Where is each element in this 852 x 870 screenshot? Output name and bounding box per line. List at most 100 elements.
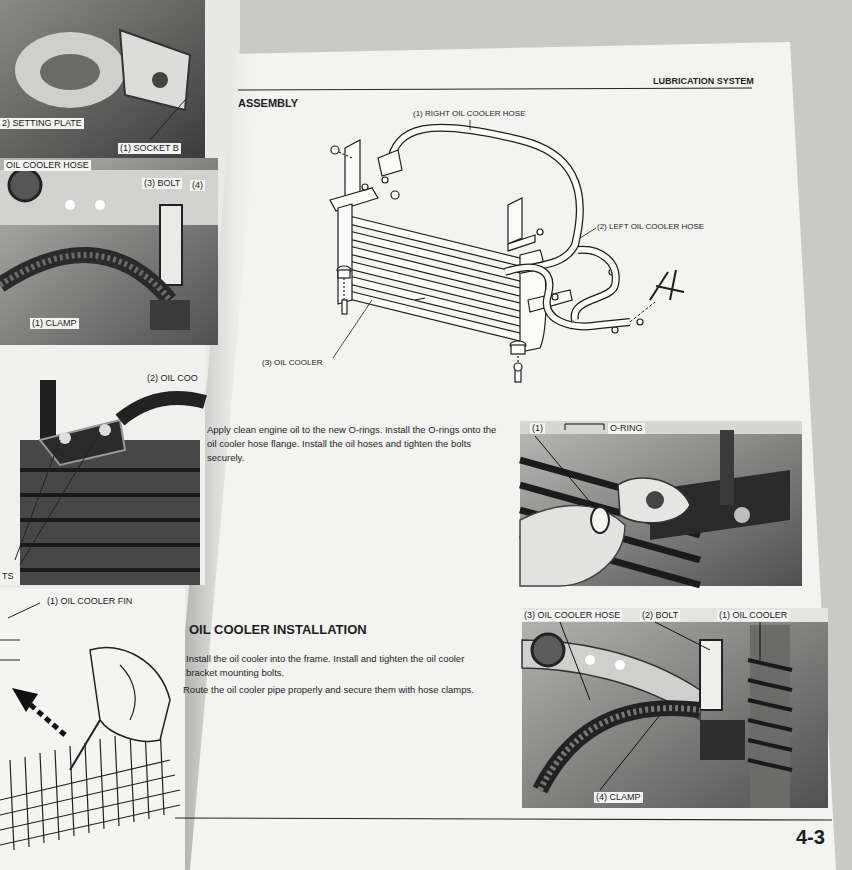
part-callout: (3) OIL COOLER bbox=[262, 357, 323, 369]
left-photo-setting-plate bbox=[40, 54, 100, 90]
footer-rule bbox=[175, 818, 832, 820]
instruction-text: Apply clean engine oil to the new O-ring… bbox=[207, 423, 507, 465]
photo-installation bbox=[615, 660, 625, 670]
left-fin-illustration bbox=[25, 700, 65, 735]
left-photo-oil-cooler bbox=[40, 380, 56, 440]
photo-installation bbox=[522, 608, 828, 808]
callout-label: (1) OIL COOLER bbox=[717, 610, 789, 621]
left-fin-illustration bbox=[0, 660, 20, 661]
photo-panel: (2) OIL COOTS bbox=[0, 345, 205, 585]
section-heading: ASSEMBLY bbox=[238, 95, 298, 111]
part-callout: (2) LEFT OIL COOLER HOSE bbox=[597, 221, 704, 233]
callout-label: (3) OIL COOLER HOSE bbox=[522, 610, 622, 621]
left-photo-setting-plate bbox=[0, 0, 205, 158]
left-photo-oil-cooler bbox=[20, 543, 200, 547]
callout-label: 2) SETTING PLATE bbox=[0, 118, 84, 129]
left-photo-oil-cooler bbox=[59, 432, 71, 444]
page-number: 4-3 bbox=[796, 823, 825, 852]
header-rule bbox=[238, 88, 752, 90]
left-fin-illustration bbox=[85, 743, 89, 833]
exploded-oil-cooler bbox=[514, 363, 522, 371]
left-fin-illustration bbox=[0, 588, 185, 870]
photo-installation bbox=[748, 720, 792, 730]
photo-o-ring bbox=[520, 421, 802, 586]
callout-label: (1) bbox=[530, 423, 545, 434]
leader-lines bbox=[580, 228, 596, 238]
left-fin-illustration bbox=[70, 746, 74, 836]
photo-installation bbox=[700, 720, 745, 760]
header-rule bbox=[238, 88, 752, 90]
exploded-oil-cooler bbox=[612, 327, 618, 333]
photo-installation bbox=[560, 622, 590, 700]
photo-o-ring bbox=[618, 478, 690, 523]
callout-label: (1) CLAMP bbox=[30, 318, 79, 329]
left-photo-hose-bolt bbox=[160, 205, 182, 285]
left-fin-illustration bbox=[55, 750, 59, 840]
exploded-oil-cooler bbox=[330, 188, 378, 211]
left-photo-hose-bolt bbox=[0, 170, 218, 225]
exploded-oil-cooler bbox=[508, 198, 522, 244]
exploded-oil-cooler bbox=[330, 140, 643, 382]
exploded-oil-cooler bbox=[338, 204, 352, 304]
left-fin-illustration bbox=[120, 665, 135, 720]
left-photo-setting-plate bbox=[15, 32, 125, 108]
part-callout: (1) RIGHT OIL COOLER HOSE bbox=[413, 108, 525, 120]
exploded-oil-cooler bbox=[345, 290, 528, 343]
left-fin-illustration bbox=[145, 729, 149, 819]
callout-label: (2) OIL COO bbox=[145, 373, 200, 384]
callout-label: (1) SOCKET B bbox=[118, 143, 181, 154]
left-photo-hose-bolt bbox=[95, 200, 105, 210]
photo-installation bbox=[748, 660, 792, 770]
photo-installation bbox=[522, 608, 828, 808]
exploded-oil-cooler bbox=[637, 319, 643, 325]
callout-label: (2) BOLT bbox=[640, 610, 680, 621]
photo-installation bbox=[748, 660, 792, 670]
callout-label: (4) CLAMP bbox=[594, 792, 643, 803]
leader-lines bbox=[333, 300, 372, 358]
exploded-oil-cooler bbox=[339, 152, 352, 158]
left-photo-oil-cooler bbox=[0, 345, 205, 585]
photo-o-ring bbox=[646, 491, 664, 509]
footer-rule bbox=[175, 818, 832, 820]
hose-lines bbox=[630, 302, 655, 322]
left-fin-illustration bbox=[0, 588, 185, 870]
exploded-oil-cooler bbox=[362, 184, 368, 190]
photo-panel: (1) OIL COOLER FIN bbox=[0, 588, 185, 870]
left-photo-hose-bolt bbox=[0, 255, 170, 300]
photo-installation bbox=[540, 708, 700, 790]
section-heading: OIL COOLER INSTALLATION bbox=[189, 620, 367, 639]
photo-o-ring bbox=[520, 421, 802, 586]
left-photo-oil-cooler bbox=[0, 345, 205, 585]
left-fin-illustration bbox=[12, 688, 38, 712]
left-photo-hose-bolt bbox=[0, 158, 218, 345]
photo-installation bbox=[760, 622, 761, 660]
photo-panel: (3) OIL COOLER HOSE (2) BOLT (1) OIL COOLE… bbox=[522, 608, 828, 808]
callout-label: OIL COOLER HOSE bbox=[4, 160, 91, 171]
exploded-oil-cooler bbox=[508, 235, 535, 251]
photo-installation bbox=[700, 640, 722, 710]
photo-installation bbox=[748, 740, 792, 750]
instruction-text: Install the oil cooler into the frame. I… bbox=[186, 652, 486, 680]
left-photo-oil-cooler bbox=[20, 440, 200, 585]
left-fin-illustration bbox=[90, 647, 170, 741]
photo-installation bbox=[600, 715, 660, 790]
exploded-oil-cooler bbox=[345, 140, 360, 198]
callout-label: (3) BOLT bbox=[142, 178, 182, 189]
left-photo-oil-cooler bbox=[20, 568, 200, 572]
photo-installation bbox=[748, 760, 792, 770]
exploded-oil-cooler bbox=[343, 278, 344, 300]
hose-lines bbox=[505, 267, 630, 326]
exploded-oil-cooler bbox=[391, 191, 399, 199]
left-fin-illustration bbox=[0, 725, 180, 850]
photo-installation bbox=[540, 708, 700, 790]
photo-o-ring bbox=[565, 424, 604, 430]
left-photo-hose-bolt bbox=[0, 255, 170, 300]
exploded-oil-cooler bbox=[511, 345, 525, 354]
hose-lines bbox=[575, 250, 616, 320]
photo-installation bbox=[585, 655, 595, 665]
hose-lines bbox=[378, 150, 402, 176]
left-fin-illustration bbox=[8, 603, 40, 618]
photo-installation bbox=[655, 622, 710, 650]
photo-installation bbox=[532, 634, 564, 666]
